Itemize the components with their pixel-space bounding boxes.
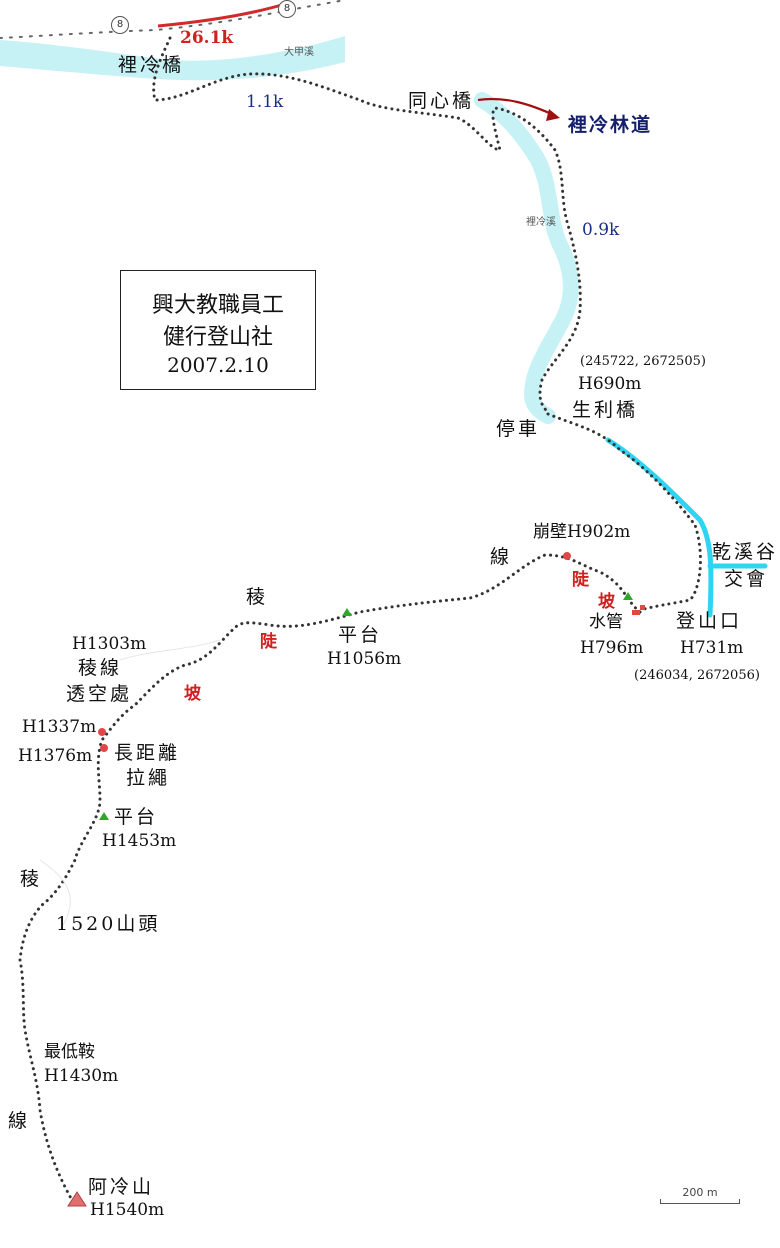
road-shield-8: 8 [111,16,129,34]
label-aling-elev: H1540m [90,1200,165,1220]
route-mark-steep: 陡 [572,570,589,590]
waypoint-1337 [98,728,106,736]
title-box: 興大教職員工 健行登山社 2007.2.10 [120,270,316,390]
label-ridge-name: 稜線 [78,657,123,679]
creek-label: 裡冷溪 [526,217,556,228]
label-elev-1376: H1376m [18,746,93,766]
route-mark-ridge: 稜 [20,868,43,890]
label-distance-2: 0.9k [582,220,620,240]
title-line2: 健行登山社 [162,325,273,350]
platform-marker-3 [623,592,633,600]
waypoint-1376 [100,744,108,752]
label-liling-bridge: 裡冷橋 [118,54,185,76]
platform-marker-1 [342,608,352,616]
forest-road-arrowhead [546,109,560,121]
contour-hint [39,859,71,931]
route-mark-slope: 坡 [184,684,201,704]
label-aling-mountain: 阿冷山 [88,1176,155,1198]
trail-valley-section [546,412,702,612]
distance-red-label: 26.1k [180,28,234,48]
label-ridge-open: 透空處 [66,683,133,705]
label-long-rope-2: 拉繩 [126,767,171,789]
title-date: 2007.2.10 [167,353,269,377]
route-mark-ridge: 稜 [246,586,269,608]
label-water-pipe: 水管 [589,612,623,632]
label-trailhead-elev: H731m [680,638,744,658]
label-shengli-coord: (245722, 2672505) [580,354,706,369]
label-ridge-elev: H1303m [72,634,147,654]
label-saddle: 最低鞍 [44,1042,95,1062]
waypoint-water-pipe [632,605,645,615]
title-line1: 興大教職員工 [151,293,284,318]
label-trailhead-coord: (246034, 2672056) [634,668,760,683]
platform-marker-2 [99,812,109,820]
river-label: 大甲溪 [284,47,314,58]
label-water-pipe-elev: H796m [580,638,644,658]
road-red-segment [157,2,286,28]
label-dry-valley-1: 乾溪谷 [712,541,779,563]
scale-bar: 200 m [660,1186,740,1204]
label-shengli-bridge: 生利橋 [572,399,639,421]
label-shengli-elev: H690m [578,374,642,394]
label-long-rope-1: 長距離 [114,742,181,764]
summit-triangle [67,1191,87,1207]
route-mark-steep: 陡 [260,632,277,652]
label-cliff: 崩壁H902m [533,522,631,542]
road-shield-8: 8 [278,0,296,18]
trail-road-section [152,36,582,414]
label-dry-valley-2: 交會 [724,568,769,590]
label-parking: 停車 [496,418,541,440]
liling-creek [474,92,579,424]
label-platform-2-elev: H1453m [102,831,177,851]
scale-label: 200 m [682,1186,718,1199]
label-platform-1: 平台 [338,624,383,646]
waypoint-cliff [563,552,571,560]
label-platform-2: 平台 [114,806,159,828]
contour-hint [119,639,221,661]
label-liling-forest-road: 裡冷林道 [568,114,653,136]
label-platform-1-elev: H1056m [327,649,402,669]
label-tongxin-bridge: 同心橋 [408,90,475,112]
route-mark-line: 線 [490,546,513,568]
dajia-river [0,36,345,81]
scale-bar-line [660,1199,740,1204]
label-peak-1520: 1520山頭 [56,913,161,935]
label-saddle-elev: H1430m [44,1066,119,1086]
label-distance-1: 1.1k [246,92,284,112]
route-mark-slope: 坡 [598,592,615,612]
route-mark-line: 線 [8,1110,31,1132]
label-trailhead: 登山口 [676,610,743,632]
label-elev-1337: H1337m [22,717,97,737]
